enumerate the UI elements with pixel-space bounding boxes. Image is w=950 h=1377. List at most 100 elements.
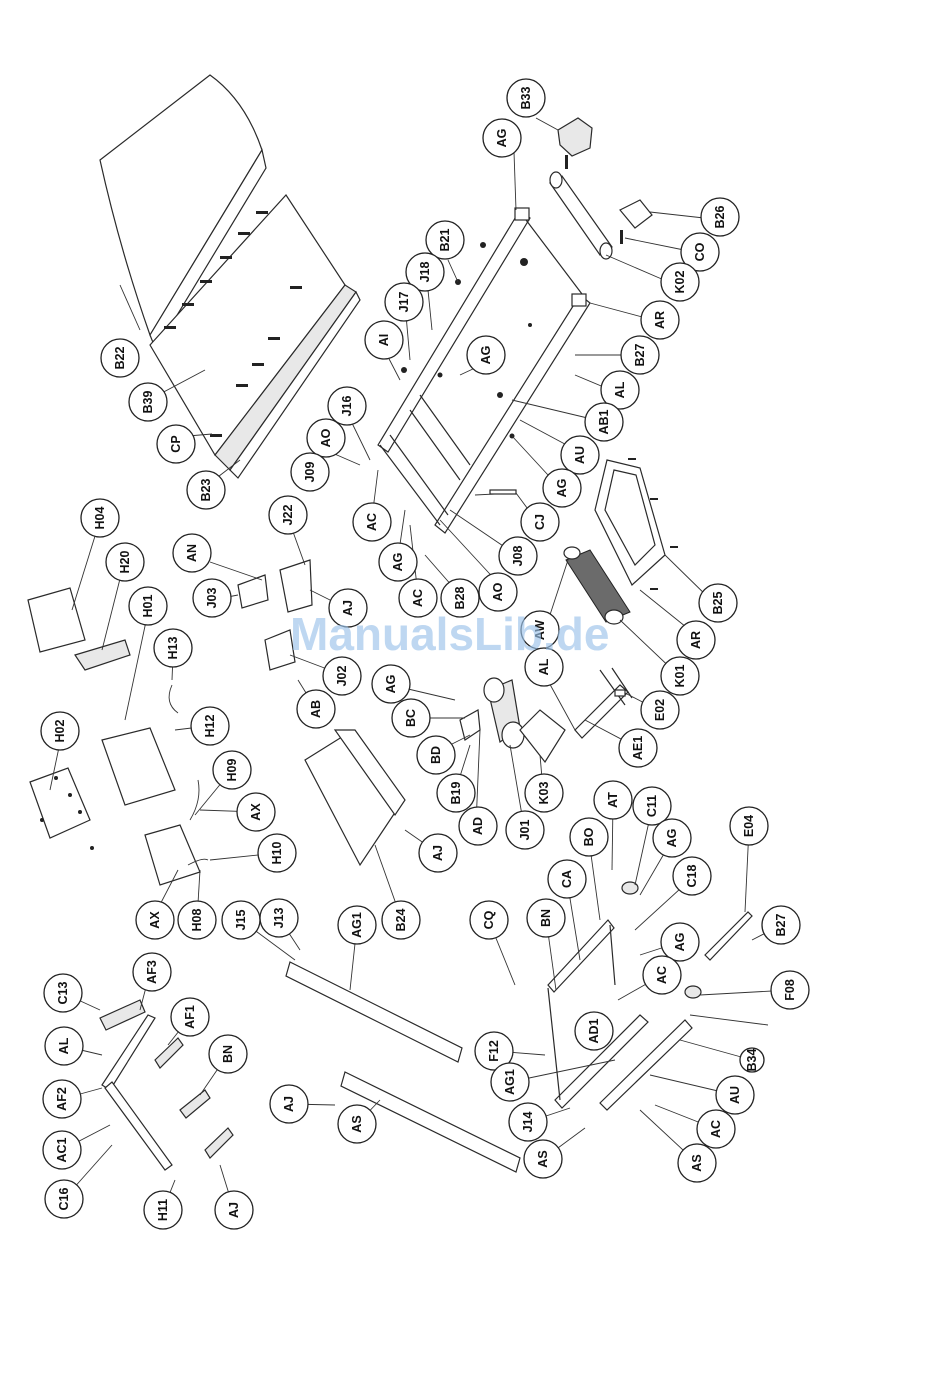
callout-circle: [128, 586, 168, 626]
callout-circle: [436, 773, 476, 813]
callout-j18: J18: [405, 252, 445, 292]
callout-text: BO: [582, 827, 596, 846]
callout-ag1: AG1: [490, 1062, 530, 1102]
callout-h11: H11: [143, 1190, 183, 1230]
callout-circle: [172, 533, 212, 573]
callout-text: AG: [665, 829, 679, 848]
callout-circle: [80, 498, 120, 538]
callout-circle: [574, 1011, 614, 1051]
callout-text: AX: [249, 803, 263, 821]
callout-text: J03: [205, 588, 219, 609]
callout-ad: AD: [458, 806, 498, 846]
callout-text: AC1: [55, 1137, 69, 1162]
callout-circle: [508, 1102, 548, 1142]
callout-text: AG: [384, 675, 398, 694]
callout-circle: [560, 435, 600, 475]
callout-ag: AG: [466, 335, 506, 375]
callout-ag: AG: [542, 468, 582, 508]
callout-text: B24: [394, 908, 408, 931]
callout-e02: E02: [640, 690, 680, 730]
callout-c18: C18: [672, 856, 712, 896]
callout-circle: [680, 232, 720, 272]
callout-text: H08: [190, 908, 204, 931]
callout-circle: [523, 1139, 563, 1179]
callout-circle: [268, 495, 308, 535]
callout-circle: [132, 952, 172, 992]
callout-circle: [676, 620, 716, 660]
callout-text: H02: [53, 719, 67, 742]
callout-af1: AF1: [170, 997, 210, 1037]
callout-text: AS: [690, 1154, 704, 1171]
callout-circle: [170, 997, 210, 1037]
callout-circle: [660, 922, 700, 962]
callout-circle: [143, 1190, 183, 1230]
callout-text: J14: [521, 1112, 535, 1133]
callout-text: AG: [479, 346, 493, 365]
callout-circle: [135, 900, 175, 940]
callout-h08: H08: [177, 900, 217, 940]
callout-circle: [418, 833, 458, 873]
callout-circle: [100, 338, 140, 378]
callout-text: J16: [340, 396, 354, 417]
callout-text: BN: [221, 1045, 235, 1063]
callout-h09: H09: [212, 750, 252, 790]
callout-circle: [672, 856, 712, 896]
callout-text: AF2: [55, 1087, 69, 1111]
callout-circle: [498, 536, 538, 576]
callout-text: AC: [365, 513, 379, 531]
callout-circle: [478, 572, 518, 612]
upright-cover: [304, 729, 406, 867]
callout-text: H09: [225, 758, 239, 781]
callout-text: H11: [156, 1199, 170, 1221]
callout-h01: H01: [128, 586, 168, 626]
callout-j01: J01: [505, 810, 545, 850]
callout-circle: [593, 780, 633, 820]
callout-f08: F08: [770, 970, 810, 1010]
callout-text: J17: [397, 292, 411, 313]
callout-ai: AI: [364, 320, 404, 360]
callout-text: J08: [511, 546, 525, 567]
callout-text: F08: [783, 979, 797, 1001]
crossbar-upper: [285, 961, 463, 1063]
callout-circle: [257, 833, 297, 873]
callout-b22: B22: [100, 338, 140, 378]
callout-circle: [569, 817, 609, 857]
callout-text: E04: [742, 815, 756, 837]
callout-text: AJ: [282, 1096, 296, 1112]
callout-circle: [660, 262, 700, 302]
callout-ax: AX: [236, 792, 276, 832]
callout-b26: B26: [700, 197, 740, 237]
callout-text: H04: [93, 506, 107, 529]
callout-circle: [700, 197, 740, 237]
callout-text: J22: [281, 505, 295, 526]
callout-j16: J16: [327, 386, 367, 426]
callout-circle: [440, 578, 480, 618]
motor-hood-cover: [99, 74, 267, 352]
callout-cp: CP: [156, 424, 196, 464]
callout-text: B21: [438, 228, 452, 251]
callout-text: J18: [418, 262, 432, 283]
callout-circle: [739, 1047, 765, 1073]
callout-circle: [384, 282, 424, 322]
callout-f12: F12: [474, 1031, 514, 1071]
callout-circle: [425, 220, 465, 260]
callout-text: C18: [685, 864, 699, 887]
callout-text: H10: [270, 841, 284, 864]
callout-text: B26: [713, 205, 727, 228]
callout-text: AS: [350, 1115, 364, 1132]
callout-text: AB: [309, 700, 323, 718]
callout-circle: [677, 1143, 717, 1183]
callout-circle: [42, 1130, 82, 1170]
callout-text: B27: [774, 913, 788, 936]
callout-text: J02: [335, 666, 349, 687]
callout-circle: [715, 1075, 755, 1115]
callout-ca: CA: [547, 859, 587, 899]
watermark-text: ManualsLib.de: [290, 608, 609, 660]
callout-aj: AJ: [328, 588, 368, 628]
callout-text: BC: [404, 709, 418, 727]
callout-circle: [212, 750, 252, 790]
callout-al: AL: [600, 370, 640, 410]
side-rail-cover: [149, 194, 361, 479]
callout-circle: [490, 1062, 530, 1102]
